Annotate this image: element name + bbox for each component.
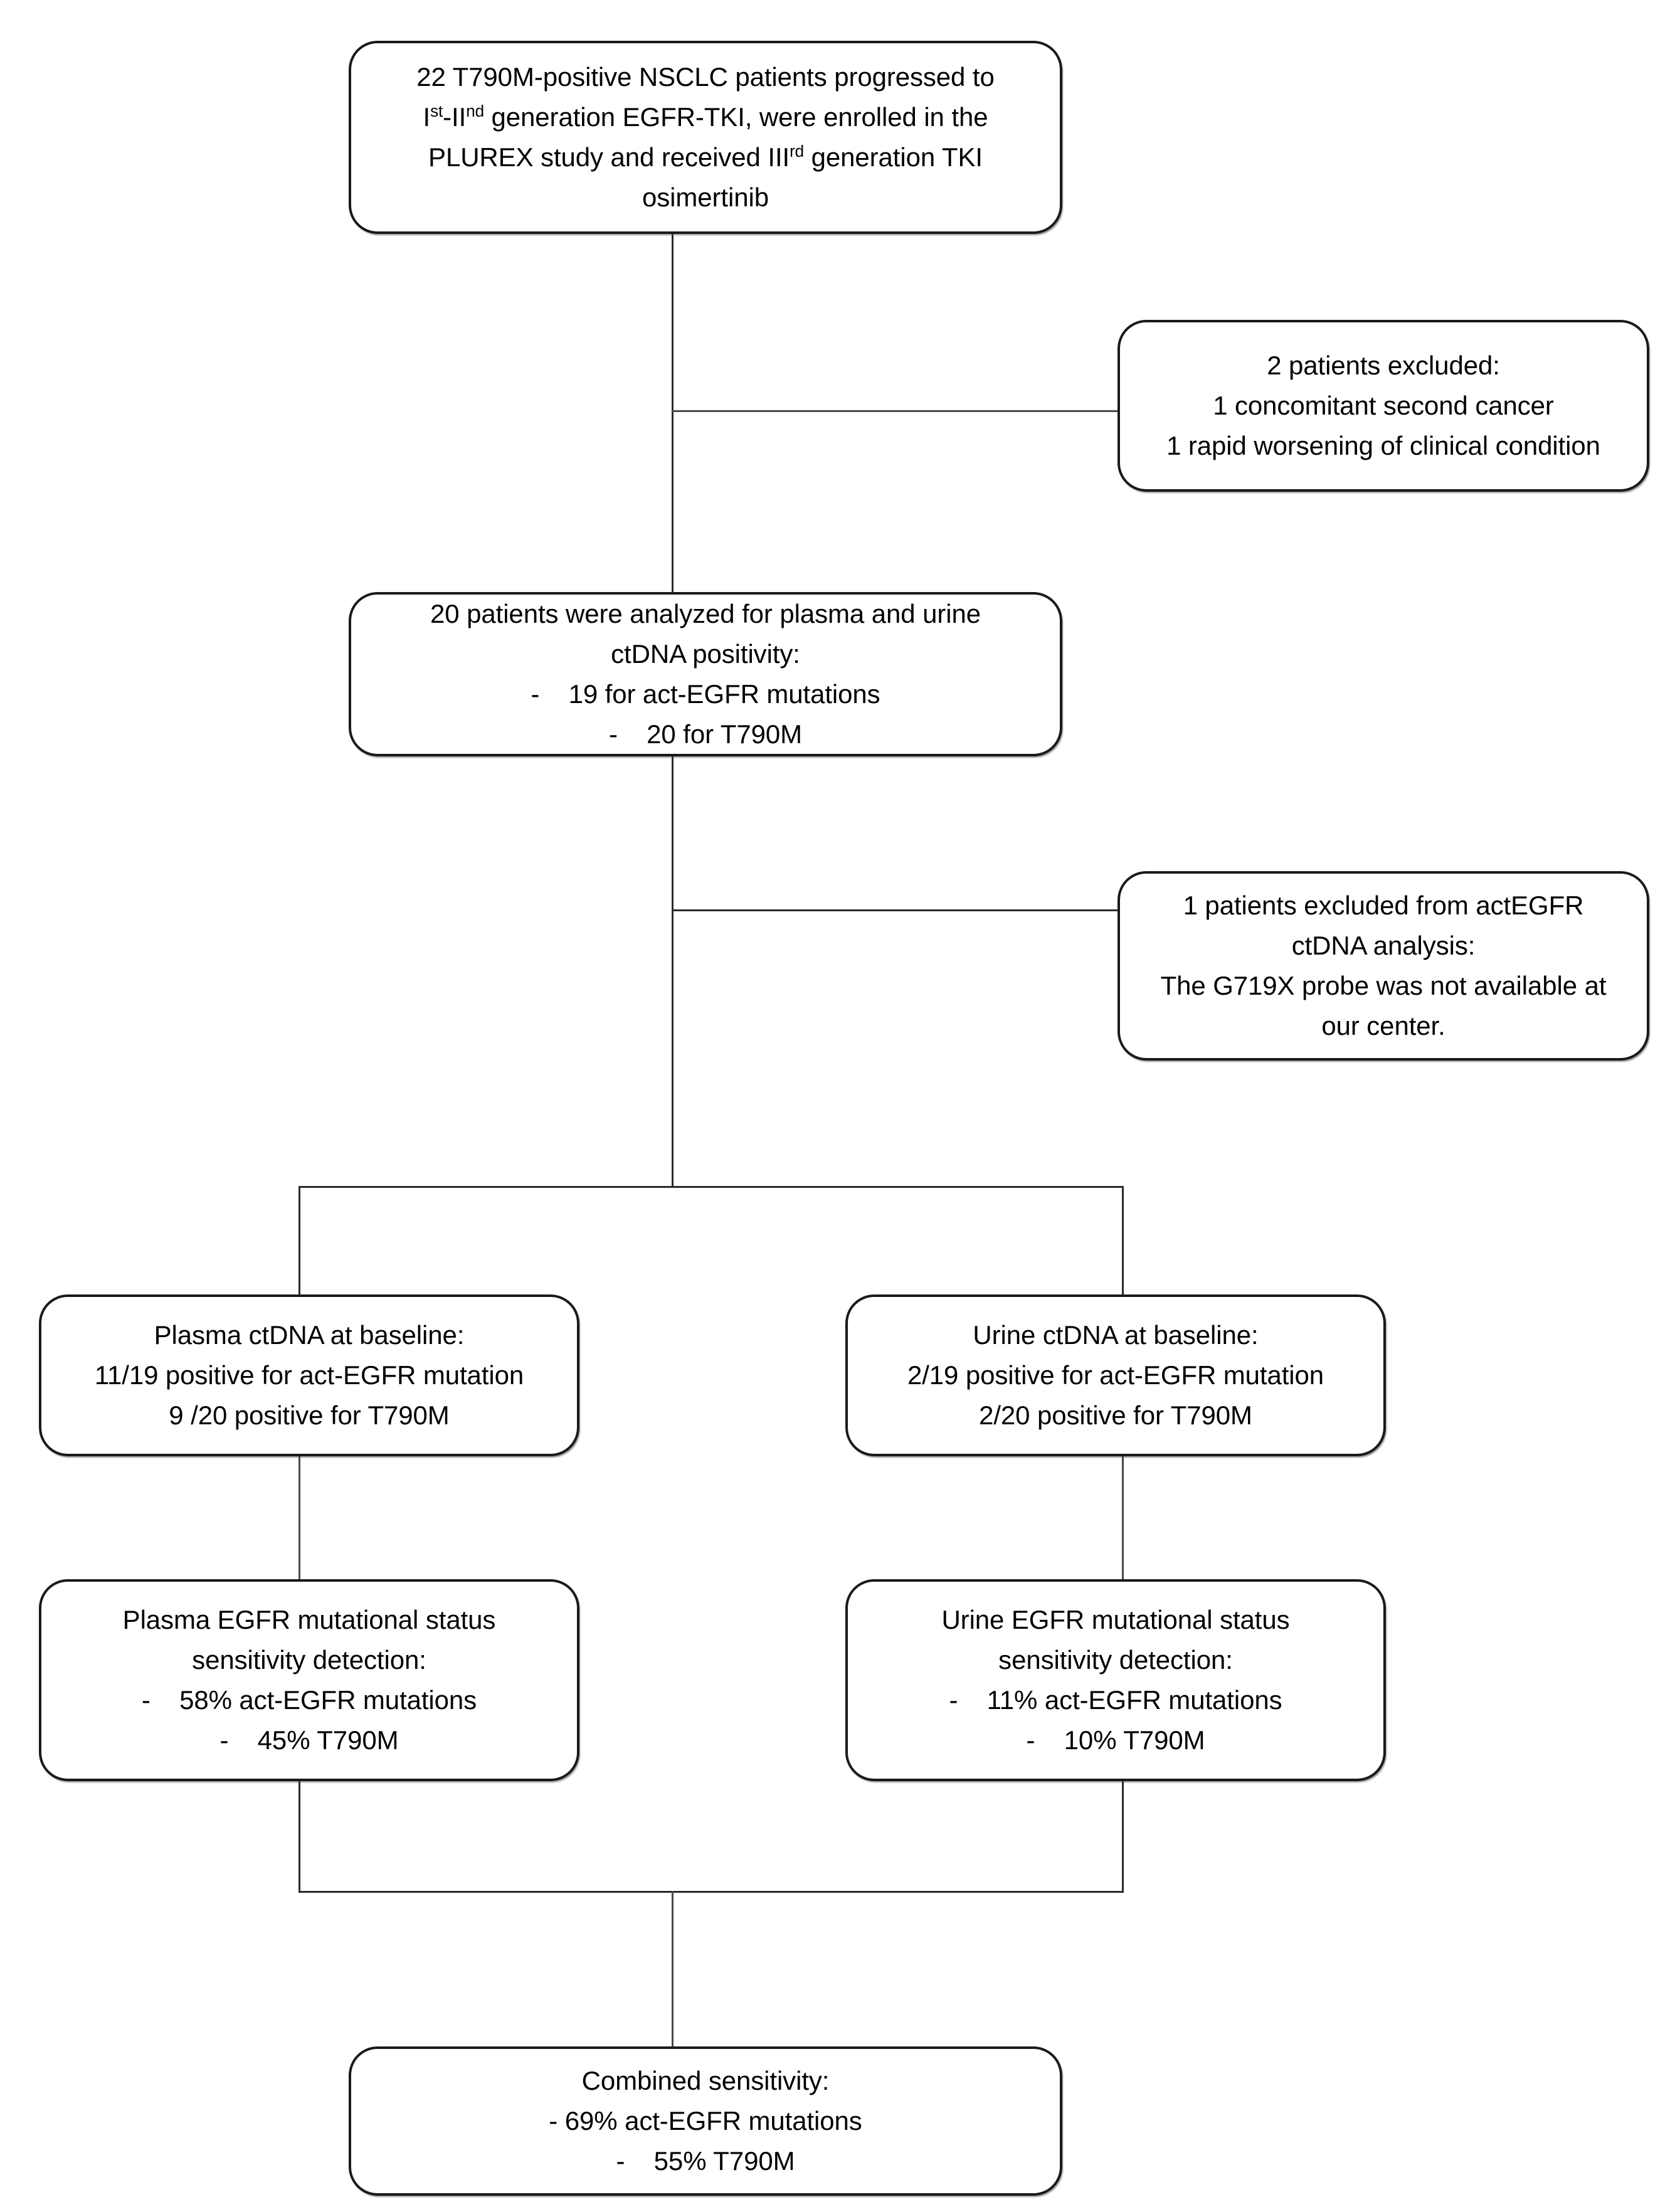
connector-split-right-drop	[1122, 1186, 1124, 1296]
excluded-patients-box[interactable]: 2 patients excluded:1 concomitant second…	[1117, 320, 1649, 492]
analyzed-patients-box[interactable]: 20 patients were analyzed for plasma and…	[349, 592, 1062, 756]
connector-merge-bar	[298, 1891, 1124, 1893]
enrollment-box[interactable]: 22 T790M-positive NSCLC patients progres…	[349, 41, 1062, 234]
connector-urine-sensitivity-to-merge	[1122, 1780, 1124, 1892]
plasma-baseline-text: Plasma ctDNA at baseline:11/19 positive …	[94, 1320, 524, 1430]
connector-merge-to-combined	[672, 1891, 674, 2048]
connector-split-bar	[298, 1186, 1124, 1188]
connector-urine-baseline-to-sensitivity	[1122, 1455, 1124, 1580]
connector-branch-excluded-2	[672, 909, 1119, 911]
analyzed-patients-text: 20 patients were analyzed for plasma and…	[430, 599, 981, 749]
connector-split-left-drop	[298, 1186, 300, 1296]
connector-branch-excluded-1	[672, 410, 1119, 412]
connector-enrollment-to-analyzed	[672, 231, 674, 630]
excluded-patients-text: 2 patients excluded:1 concomitant second…	[1166, 351, 1600, 460]
connector-plasma-sensitivity-to-merge	[298, 1780, 300, 1892]
urine-baseline-box[interactable]: Urine ctDNA at baseline:2/19 positive fo…	[845, 1294, 1386, 1456]
connector-plasma-baseline-to-sensitivity	[298, 1455, 300, 1580]
connector-analyzed-to-split	[672, 691, 674, 1188]
plasma-baseline-box[interactable]: Plasma ctDNA at baseline:11/19 positive …	[39, 1294, 579, 1456]
combined-sensitivity-box[interactable]: Combined sensitivity:- 69% act-EGFR muta…	[349, 2046, 1062, 2196]
combined-sensitivity-text: Combined sensitivity:- 69% act-EGFR muta…	[549, 2066, 862, 2176]
enrollment-text: 22 T790M-positive NSCLC patients progres…	[416, 62, 995, 212]
urine-baseline-text: Urine ctDNA at baseline:2/19 positive fo…	[907, 1320, 1324, 1430]
